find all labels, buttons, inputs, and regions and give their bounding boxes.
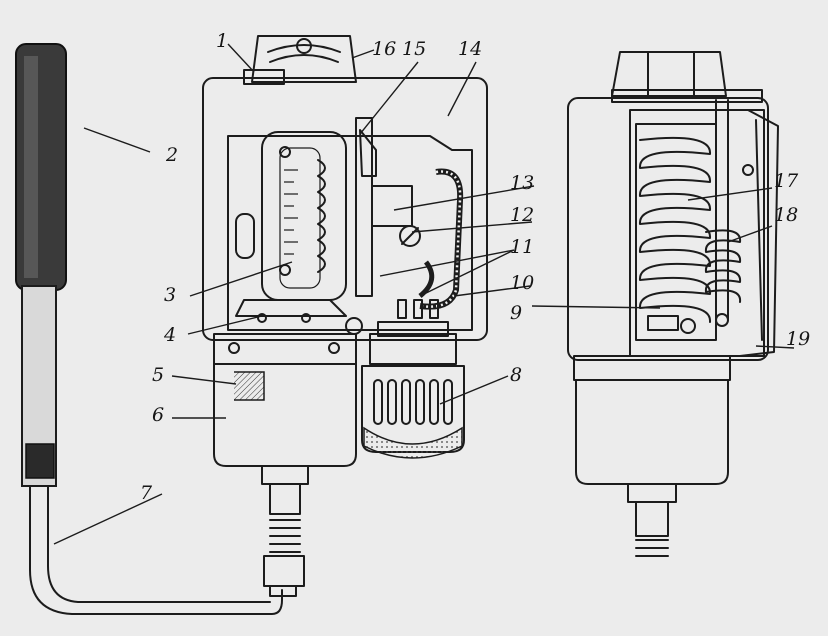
callout-3: 3 [164, 284, 177, 306]
callout-10: 10 [510, 272, 535, 294]
sensing-bulb [15, 43, 67, 487]
left-bellows-chamber [213, 333, 357, 597]
capillary-tube [29, 485, 283, 615]
callout-14: 14 [458, 38, 483, 60]
callout-4: 4 [164, 324, 177, 346]
left-housing [202, 35, 488, 341]
callout-13: 13 [510, 172, 535, 194]
leader-lines [53, 43, 795, 545]
callout-9: 9 [510, 302, 523, 324]
callout-5: 5 [152, 364, 165, 386]
callout-8: 8 [510, 364, 523, 386]
callout-17: 17 [774, 170, 799, 192]
callout-19: 19 [786, 328, 811, 350]
callout-7: 7 [140, 482, 153, 504]
callout-18: 18 [774, 204, 799, 226]
callout-16: 16 [372, 38, 397, 60]
right-unit [567, 51, 779, 557]
callout-2: 2 [166, 144, 179, 166]
callout-11: 11 [510, 236, 535, 258]
callout-15: 15 [402, 38, 427, 60]
callout-1: 1 [216, 30, 229, 52]
cable-gland [361, 321, 465, 459]
callout-12: 12 [510, 204, 535, 226]
callout-6: 6 [152, 404, 165, 426]
